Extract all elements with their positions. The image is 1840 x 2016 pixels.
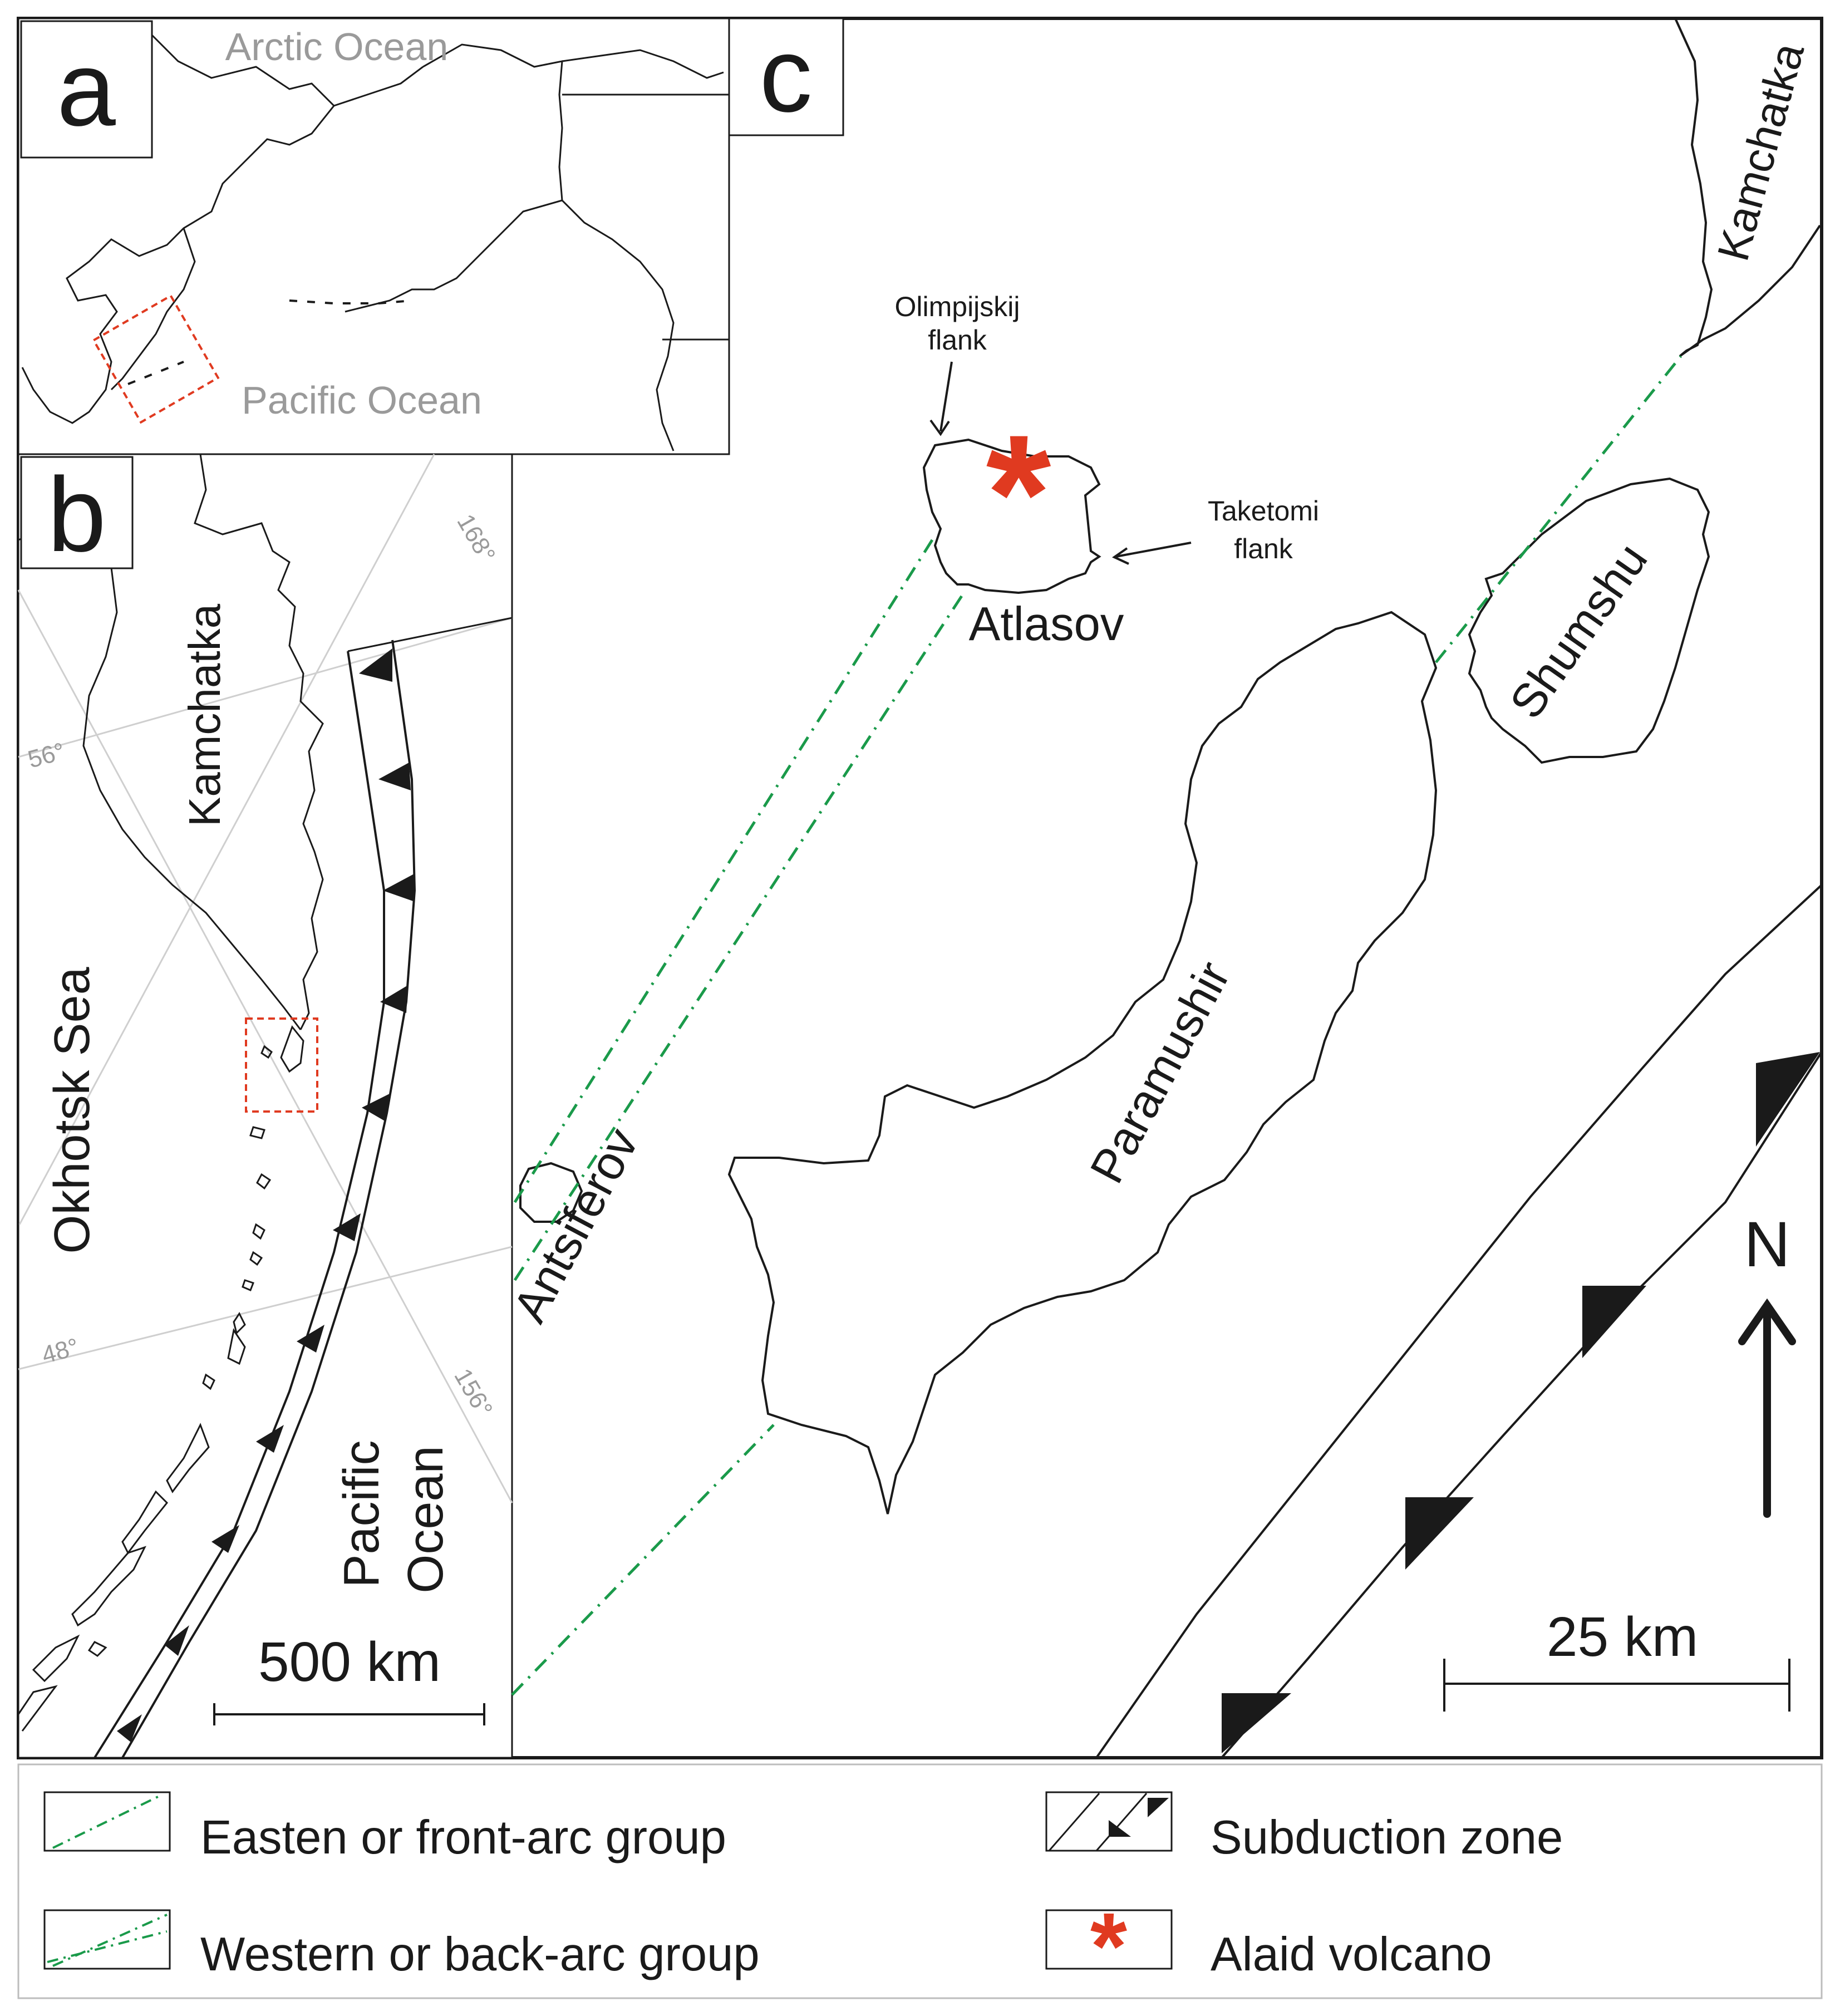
taketomi-label-1: Taketomi	[1208, 495, 1319, 527]
panel-c-scale-label: 25 km	[1547, 1606, 1698, 1668]
panel-a-letter: a	[57, 30, 116, 148]
panel-a-aleutians	[127, 299, 412, 385]
panel-b: 56° 48° 168° 156°	[17, 453, 513, 1759]
panel-b-trench-inner	[121, 640, 416, 1758]
panel-c-kamchatka-coast	[1674, 18, 1821, 357]
shumshu-island	[1468, 477, 1710, 764]
panel-a-kamchatka-coast	[110, 228, 196, 391]
taketomi-label-2: flank	[1234, 533, 1293, 564]
back-arc-lines	[513, 539, 967, 1281]
alaid-volcano-icon: *	[986, 400, 1051, 587]
legend-back-arc: Western or back-arc group	[43, 1909, 760, 1981]
legend-volcano-label: Alaid volcano	[1211, 1928, 1492, 1981]
panel-a-coastline-america	[561, 199, 675, 451]
panel-b-scale-bar	[213, 1703, 485, 1725]
panel-b-letter: b	[47, 456, 106, 574]
panel-c-trench-inner	[1221, 1051, 1823, 1759]
panel-c-trench-outer	[1095, 884, 1823, 1759]
panel-c-trench-teeth	[1222, 1052, 1820, 1753]
olimpijskij-label-2: flank	[928, 324, 987, 356]
legend-subduction: Subduction zone	[1045, 1791, 1563, 1864]
north-label: N	[1744, 1209, 1790, 1280]
atlasov-label: Atlasov	[969, 598, 1124, 651]
olimpijskij-arrow	[929, 361, 953, 436]
legend-volcano: * Alaid volcano	[1045, 1894, 1492, 1999]
panel-c: c Kamchatka * Atlasov Olimpijskij flank …	[503, 16, 1823, 1759]
panel-c-letter: c	[760, 16, 813, 134]
north-arrow-icon	[1738, 1298, 1796, 1518]
legend-volcano-icon: *	[1090, 1894, 1127, 1999]
taketomi-arrow	[1111, 542, 1192, 565]
panel-a-pacific-label: Pacific Ocean	[242, 378, 482, 422]
legend-back-arc-label: Western or back-arc group	[200, 1928, 760, 1981]
panel-a-coastline-north	[333, 49, 724, 107]
panel-a-coastline-alaska	[345, 43, 563, 313]
panel-a-inset-box	[92, 294, 220, 424]
paramushir-island	[727, 611, 1438, 1515]
panel-a-arctic-label: Arctic Ocean	[225, 25, 449, 68]
panel-a: a Arctic Ocean Pacific Ocean	[17, 17, 730, 455]
panel-b-pacific-label-1: Pacific	[334, 1440, 390, 1587]
legend: Easten or front-arc group Western or bac…	[17, 1763, 1823, 1999]
panel-b-trench-teeth	[117, 648, 415, 1742]
panel-b-trench-top	[347, 617, 513, 652]
legend-subduction-label: Subduction zone	[1211, 1811, 1563, 1864]
panel-b-inset-box	[245, 1017, 318, 1113]
panel-a-coastline-asia	[21, 27, 336, 424]
panel-b-pacific-label-2: Ocean	[398, 1445, 454, 1593]
panel-b-okhotsk-label: Okhotsk Sea	[45, 966, 100, 1253]
panel-c-scale-bar	[1443, 1659, 1790, 1712]
panel-b-trench-outer	[94, 651, 385, 1759]
olimpijskij-label-1: Olimpijskij	[895, 291, 1020, 322]
atlasov-island	[922, 438, 1101, 594]
front-arc-line	[511, 355, 1682, 1696]
panel-b-scale-label: 500 km	[258, 1631, 441, 1693]
antsiferov-island	[519, 1162, 583, 1223]
panel-b-kuril-islands	[17, 1025, 304, 1732]
panel-b-kamchatka-label: Kamchatka	[180, 603, 229, 827]
legend-front-arc: Easten or front-arc group	[43, 1791, 726, 1864]
legend-front-arc-label: Easten or front-arc group	[200, 1811, 726, 1864]
